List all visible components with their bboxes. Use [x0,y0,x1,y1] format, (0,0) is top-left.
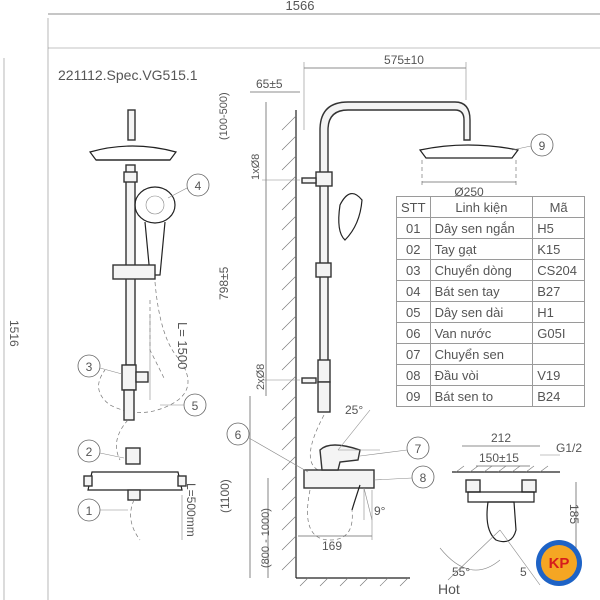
cell-part: Van nước [429,322,534,344]
mixer-top-view: 212 150±15 G1/2 185 55° 5 Hot [438,431,582,597]
header-code: Mã [532,196,585,218]
brand-logo-text: KP [541,545,577,581]
cell-code: H5 [532,217,585,239]
cell-stt: 05 [396,301,431,323]
cell-code: V19 [532,364,585,386]
dim-1x08: 1xØ8 [250,154,262,180]
spec-code: 221112.Spec.VG515.1 [58,67,198,83]
dim-150: 150±15 [479,451,519,465]
cell-part: Bát sen tay [429,280,534,302]
callout-5: 5 [192,399,199,413]
dim-1100: (1100) [218,479,232,513]
cell-stt: 09 [396,385,431,407]
brand-logo: KP [536,540,582,586]
callout-2: 2 [86,445,93,459]
dim-212: 212 [491,431,511,445]
table-header-row: STT Linh kiện Mã [396,196,585,218]
label-hot: Hot [438,581,460,597]
cell-stt: 03 [396,259,431,281]
header-stt: STT [396,196,431,218]
callout-4: 4 [195,179,202,193]
callout-7: 7 [415,442,422,456]
cell-part: Chuyển dòng [429,259,534,281]
dim-5: 5 [520,565,527,579]
cell-stt: 04 [396,280,431,302]
header-part: Linh kiện [429,196,534,218]
callout-1: 1 [86,504,93,518]
dim-total-width: 1566 [286,0,315,13]
dim-l500: L=500mm [184,483,198,537]
dim-798: 798±5 [217,266,231,300]
dim-g12: G1/2 [556,441,582,455]
cell-part: Bát sen to [429,385,534,407]
callout-6: 6 [235,428,242,442]
callouts-left: 4 3 5 2 1 [77,173,210,522]
dim-25deg: 25° [345,403,363,417]
cell-part: Đầu vòi [429,364,534,386]
cell-code: B24 [532,385,585,407]
component-view: L= 1500 L=500mm [83,109,198,541]
dim-169: 169 [322,539,342,553]
cell-code: G05I [532,322,585,344]
dim-185: 185 [567,504,581,524]
dim-diameter-250: Ø250 [454,185,484,199]
cell-code: H1 [532,301,585,323]
cell-stt: 08 [396,364,431,386]
callouts-middle: 6 7 8 9 [226,133,554,489]
cell-part: Tay gạt [429,238,534,260]
cell-stt: 02 [396,238,431,260]
dim-total-height: 1516 [7,320,21,347]
dim-100-500: (100-500) [218,92,230,140]
callout-8: 8 [420,471,427,485]
cell-stt: 06 [396,322,431,344]
cell-stt: 01 [396,217,431,239]
callout-9: 9 [539,139,546,153]
dim-l1500: L= 1500 [175,322,190,369]
dim-2x08: 2xØ8 [255,364,267,390]
cell-part: Chuyển sen [429,343,534,365]
dim-800-1000: (800 - 1000) [260,508,272,568]
cell-part: Dây sen dài [429,301,534,323]
cell-code: CS204 [532,259,585,281]
cell-code: B27 [532,280,585,302]
dim-9deg: 9° [374,504,386,518]
cell-code: K15 [532,238,585,260]
dim-65: 65±5 [256,77,283,91]
cell-part: Dây sen ngắn [429,217,534,239]
side-view: Ø250 25° 9° 575±10 65±5 (100-500) 1xØ8 7… [217,53,520,587]
cell-code [532,343,585,365]
callout-3: 3 [86,360,93,374]
dim-55deg: 55° [452,565,470,579]
dim-575: 575±10 [384,53,424,67]
cell-stt: 07 [396,343,431,365]
